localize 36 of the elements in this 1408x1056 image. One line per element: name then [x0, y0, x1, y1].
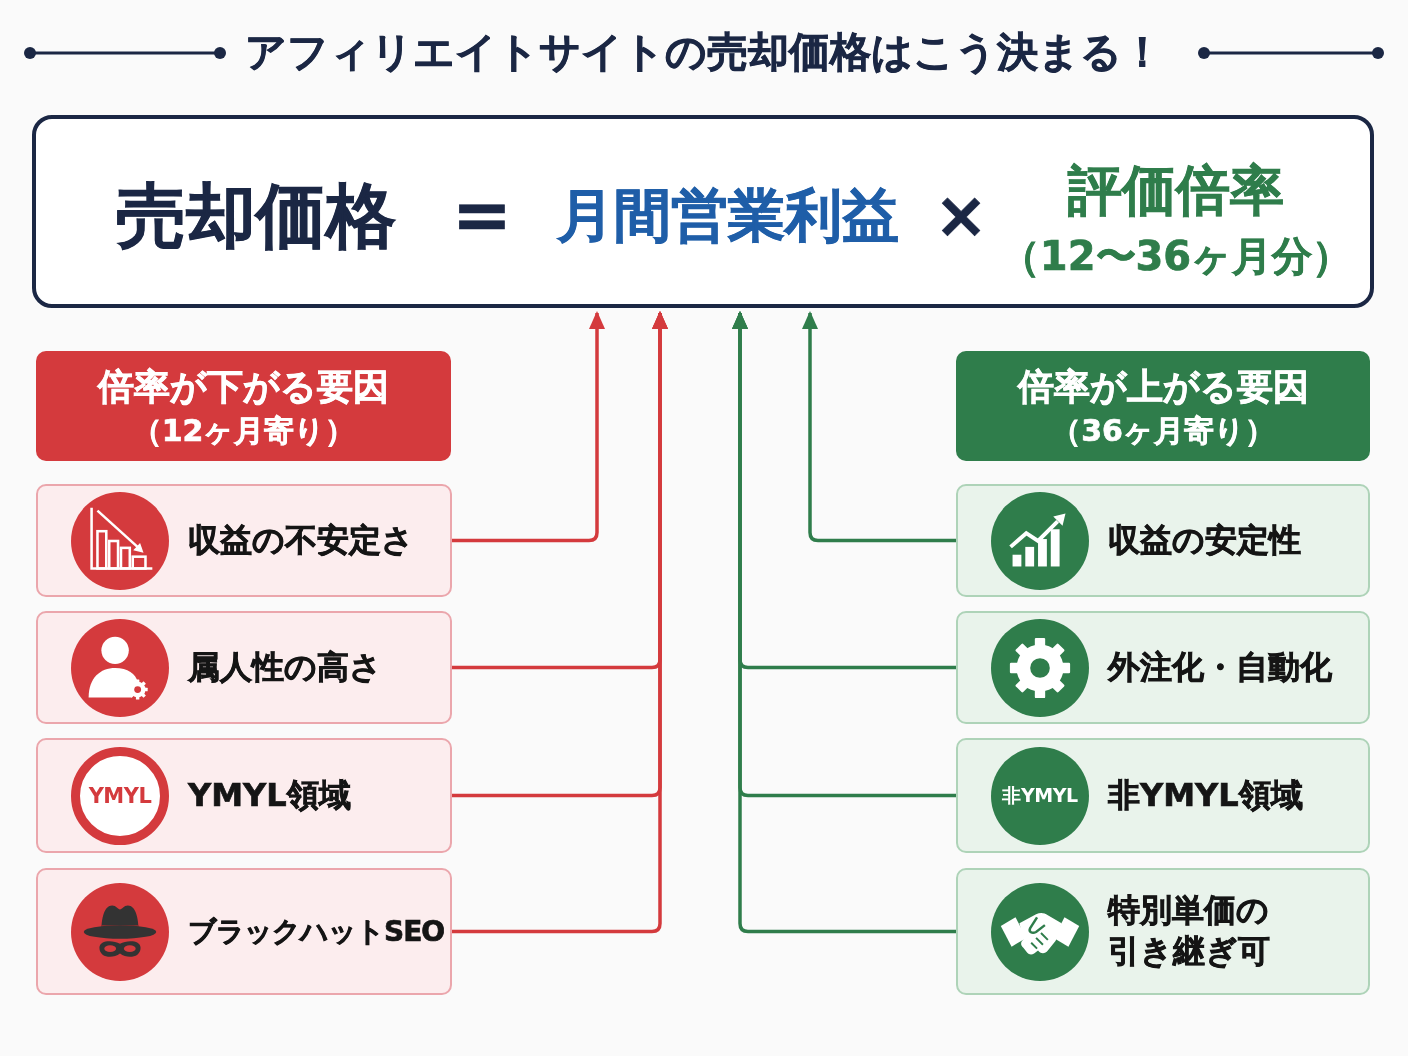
banner-subheading: （36ヶ月寄り） [1051, 413, 1275, 449]
factor-card [36, 868, 452, 995]
factor-label: 特別単価の引き継ぎ可 [1108, 889, 1271, 973]
factor-label: 属人性の高さ [188, 646, 383, 688]
category-banner [36, 351, 451, 461]
formula-term: 売却価格 [116, 175, 396, 257]
connector-arrow [452, 311, 668, 934]
factor-card [36, 484, 452, 597]
factor-card [36, 611, 452, 724]
factor-card [36, 738, 452, 853]
factor-card [956, 611, 1370, 724]
factor-card [956, 738, 1370, 853]
factor-label: ブラックハットSEO [188, 913, 442, 950]
times-sign: × [934, 179, 988, 253]
banner-heading: 倍率が上がる要因 [1017, 366, 1309, 408]
equals-sign: = [451, 172, 513, 256]
factor-label: YMYL領域 [188, 774, 352, 816]
disc-label: 非YMYL [991, 746, 1089, 845]
connector-arrow [452, 311, 605, 543]
formula-term: 評価倍率 [1068, 159, 1284, 223]
connector-arrow [732, 311, 956, 934]
factor-card [956, 868, 1370, 995]
banner-heading: 倍率が下がる要因 [98, 366, 389, 408]
factor-label: 非YMYL領域 [1108, 774, 1304, 816]
factor-label: 収益の安定性 [1108, 519, 1302, 561]
factor-label: 外注化・自動化 [1108, 646, 1333, 688]
formula-term: 月間営業利益 [557, 183, 899, 249]
factor-card [956, 484, 1370, 597]
title: アフィリエイトサイトの売却価格はこう決まる！ [245, 28, 1163, 78]
ring-label: YMYL [71, 746, 169, 845]
banner-subheading: （12ヶ月寄り） [131, 413, 356, 449]
formula-box [32, 115, 1374, 308]
factor-label: 収益の不安定さ [188, 519, 415, 561]
connector-arrow [802, 311, 956, 543]
category-banner [956, 351, 1370, 461]
formula-note: （12〜36ヶ月分） [999, 233, 1353, 279]
